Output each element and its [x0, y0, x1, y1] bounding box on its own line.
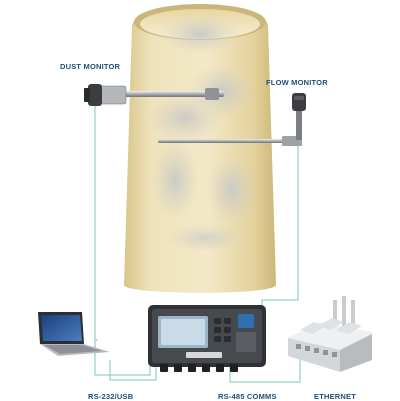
- controller-unit-icon: [148, 305, 266, 372]
- rs232-usb-label: RS-232/USB: [88, 392, 134, 401]
- flow-monitor-probe-icon: [158, 93, 306, 146]
- rs485-comms-label: RS-485 COMMS: [218, 392, 277, 401]
- dust-monitor-probe-icon: [84, 84, 224, 106]
- ethernet-label: ETHERNET: [314, 392, 357, 401]
- flow-monitor-label: FLOW MONITOR: [266, 78, 328, 87]
- laptop-icon: [38, 312, 110, 356]
- dust-cloud: [147, 14, 258, 252]
- factory-icon: [288, 296, 372, 372]
- dust-monitor-label: DUST MONITOR: [60, 62, 121, 71]
